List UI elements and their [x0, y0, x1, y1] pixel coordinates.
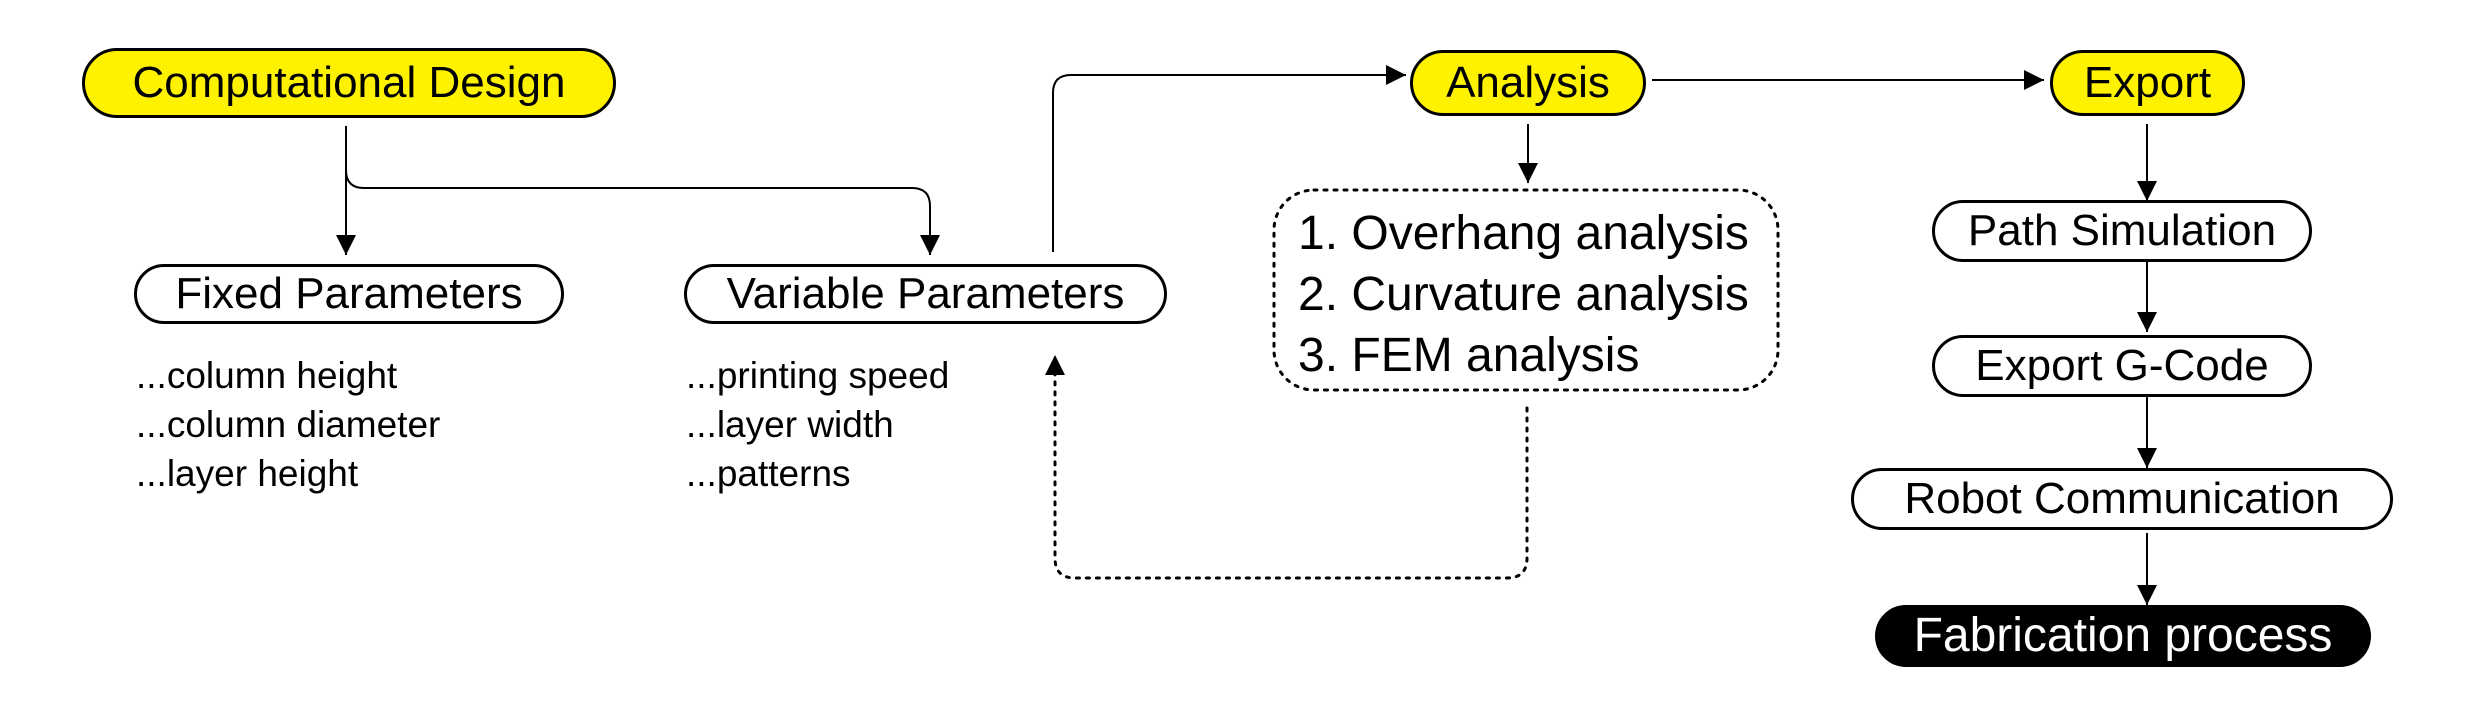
- analysis-list: 1. Overhang analysis 2. Curvature analys…: [1298, 203, 1749, 386]
- feedback-loop-arrow: [1045, 353, 1529, 580]
- fixed-parameters-list: ...column height ...column diameter ...l…: [136, 351, 440, 498]
- fixed-item: ...column diameter: [136, 404, 441, 445]
- fixed-item: ...layer height: [136, 453, 359, 494]
- analysis-item: 1. Overhang analysis: [1298, 207, 1749, 260]
- node-path-simulation: Path Simulation: [1932, 200, 2312, 262]
- analysis-box: [1272, 188, 1780, 392]
- arrow-variable-to-analysis: [1052, 65, 1406, 252]
- node-export-gcode: Export G-Code: [1932, 335, 2312, 397]
- node-computational-design: Computational Design: [82, 48, 616, 118]
- node-fabrication-process: Fabrication process: [1875, 605, 2371, 667]
- node-export: Export: [2050, 50, 2245, 116]
- variable-item: ...printing speed: [686, 355, 950, 396]
- analysis-item: 2. Curvature analysis: [1298, 268, 1749, 321]
- node-variable-parameters: Variable Parameters: [684, 264, 1167, 324]
- variable-parameters-list: ...printing speed ...layer width ...patt…: [686, 351, 949, 498]
- arrow-design-to-variable: [345, 169, 940, 255]
- variable-item: ...patterns: [686, 453, 851, 494]
- node-analysis: Analysis: [1410, 50, 1646, 116]
- fixed-item: ...column height: [136, 355, 398, 396]
- node-robot-communication: Robot Communication: [1851, 468, 2393, 530]
- analysis-item: 3. FEM analysis: [1298, 329, 1640, 382]
- node-fixed-parameters: Fixed Parameters: [134, 264, 564, 324]
- variable-item: ...layer width: [686, 404, 894, 445]
